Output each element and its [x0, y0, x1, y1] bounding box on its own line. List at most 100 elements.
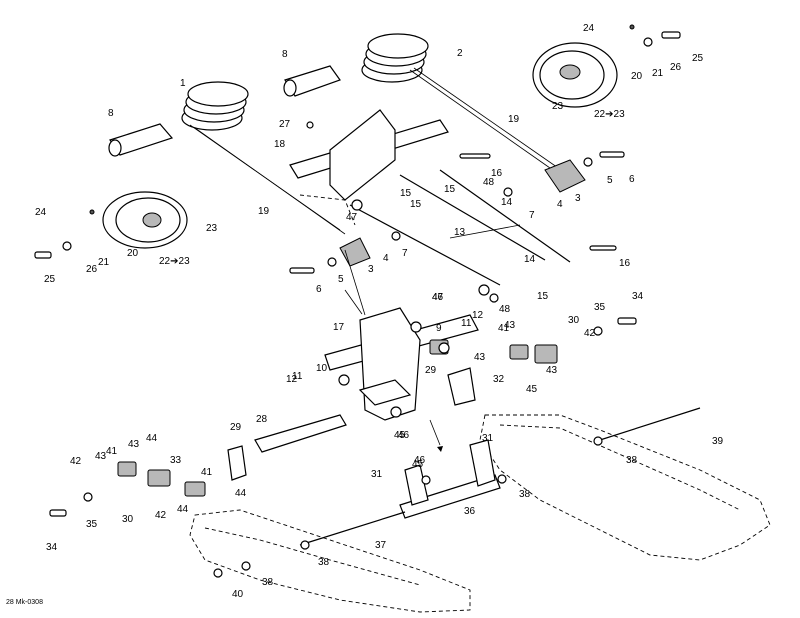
callout-label: 6 — [316, 284, 322, 295]
cross-shaft-36 — [399, 439, 501, 519]
callout-label: 12 — [472, 310, 484, 321]
callout-label: 17 — [333, 322, 345, 333]
callout-label: 32 — [493, 374, 505, 385]
callout-label: 4 — [383, 253, 389, 264]
pivot-block-lower — [339, 237, 371, 267]
callout-label: 31 — [371, 469, 383, 480]
callout-label: 48 — [499, 304, 511, 315]
callout-label: 16 — [619, 258, 631, 269]
callout-label: 29 — [230, 422, 242, 433]
callout-label: 35 — [86, 519, 98, 530]
callout-label: 9 — [436, 323, 442, 334]
callout-label: 20 — [127, 248, 139, 259]
callout-label: 26 — [86, 264, 98, 275]
idler-wheel-right — [532, 42, 618, 108]
callout-label: 43 — [504, 320, 516, 331]
callout-label: 1 — [180, 78, 186, 89]
callout-label: 41 — [498, 323, 510, 334]
callout-label: 45 — [526, 384, 538, 395]
callout-label: 3 — [368, 264, 374, 275]
front-arm-assembly — [324, 249, 479, 421]
callout-label: 47 — [432, 292, 444, 303]
callout-label: 13 — [454, 227, 466, 238]
callout-label: 35 — [594, 302, 606, 313]
callout-label: 43 — [95, 451, 107, 462]
callout-label: 24 — [35, 207, 47, 218]
callout-label: 14 — [524, 254, 536, 265]
callout-label: 43 — [474, 352, 486, 363]
callout-label: 3 — [575, 193, 581, 204]
callout-label: 36 — [464, 506, 476, 517]
callout-label: 24 — [583, 23, 595, 34]
callout-label: 15 — [410, 199, 422, 210]
torsion-spring-right — [361, 33, 565, 176]
callout-label: 22➔23 — [594, 109, 625, 120]
callout-label: 43 — [128, 439, 140, 450]
callout-label: 31 — [482, 433, 494, 444]
callout-label: 30 — [568, 315, 580, 326]
cross-shaft-28 — [254, 414, 347, 453]
callout-label: 33 — [170, 455, 182, 466]
callout-label: 38 — [519, 489, 531, 500]
callout-label: 39 — [712, 436, 724, 447]
callout-label: 42 — [155, 510, 167, 521]
idler-wheel-left — [102, 191, 188, 249]
callout-label: 4 — [557, 199, 563, 210]
callout-label: 41 — [106, 446, 118, 457]
callout-label: 25 — [692, 53, 704, 64]
callout-label: 15 — [537, 291, 549, 302]
torsion-spring-left — [181, 81, 346, 235]
rod-39 — [599, 407, 701, 441]
right-frame-rail — [479, 414, 771, 561]
callout-label: 45 — [412, 459, 424, 470]
callout-label: 14 — [501, 197, 513, 208]
hardware-fasteners — [34, 24, 681, 578]
callout-label: 26 — [670, 62, 682, 73]
callout-label: 15 — [444, 184, 456, 195]
callout-label: 46 — [432, 292, 444, 303]
callout-label: 46 — [414, 455, 426, 466]
left-frame-rail — [189, 509, 471, 613]
callout-label: 25 — [44, 274, 56, 285]
callout-label: 42 — [584, 328, 596, 339]
spring-sleeve-left — [108, 123, 174, 157]
callout-label: 21 — [98, 257, 110, 268]
callout-label: 44 — [177, 504, 189, 515]
pivot-block-upper — [544, 159, 586, 193]
callout-label: 5 — [338, 274, 344, 285]
callout-label: 38 — [318, 557, 330, 568]
callout-label: 47 — [346, 212, 358, 223]
callout-label: 43 — [546, 365, 558, 376]
callout-label: 42 — [70, 456, 82, 467]
callout-label: 20 — [631, 71, 643, 82]
callout-label: 23 — [206, 223, 218, 234]
callout-label: 34 — [46, 542, 58, 553]
callout-label: 7 — [529, 210, 535, 221]
callout-label: 30 — [122, 514, 134, 525]
callout-label: 8 — [108, 108, 114, 119]
callout-label: 48 — [483, 177, 495, 188]
callout-label: 44 — [146, 433, 158, 444]
upper-cross-shaft — [289, 109, 449, 226]
suspension-rear-arms — [349, 169, 571, 286]
callout-label: 12 — [286, 374, 298, 385]
callout-label: 10 — [316, 363, 328, 374]
callout-label: 28 — [256, 414, 268, 425]
callout-label: 23 — [552, 101, 564, 112]
callout-label: 27 — [279, 119, 291, 130]
callout-label: 7 — [402, 248, 408, 259]
callout-label: 11 — [292, 371, 303, 382]
callout-label: 29 — [425, 365, 437, 376]
rod-37 — [299, 511, 406, 546]
spring-sleeve-right — [283, 65, 341, 97]
callout-label: 22➔23 — [159, 256, 190, 267]
reference-code: 28 Mk-0308 — [6, 599, 43, 606]
callout-label: 5 — [607, 175, 613, 186]
callout-label: 6 — [629, 174, 635, 185]
callout-label: 46 — [398, 430, 410, 441]
brackets-29 — [227, 367, 476, 481]
assembly-arrows — [344, 289, 443, 452]
callout-label: 45 — [394, 430, 406, 441]
